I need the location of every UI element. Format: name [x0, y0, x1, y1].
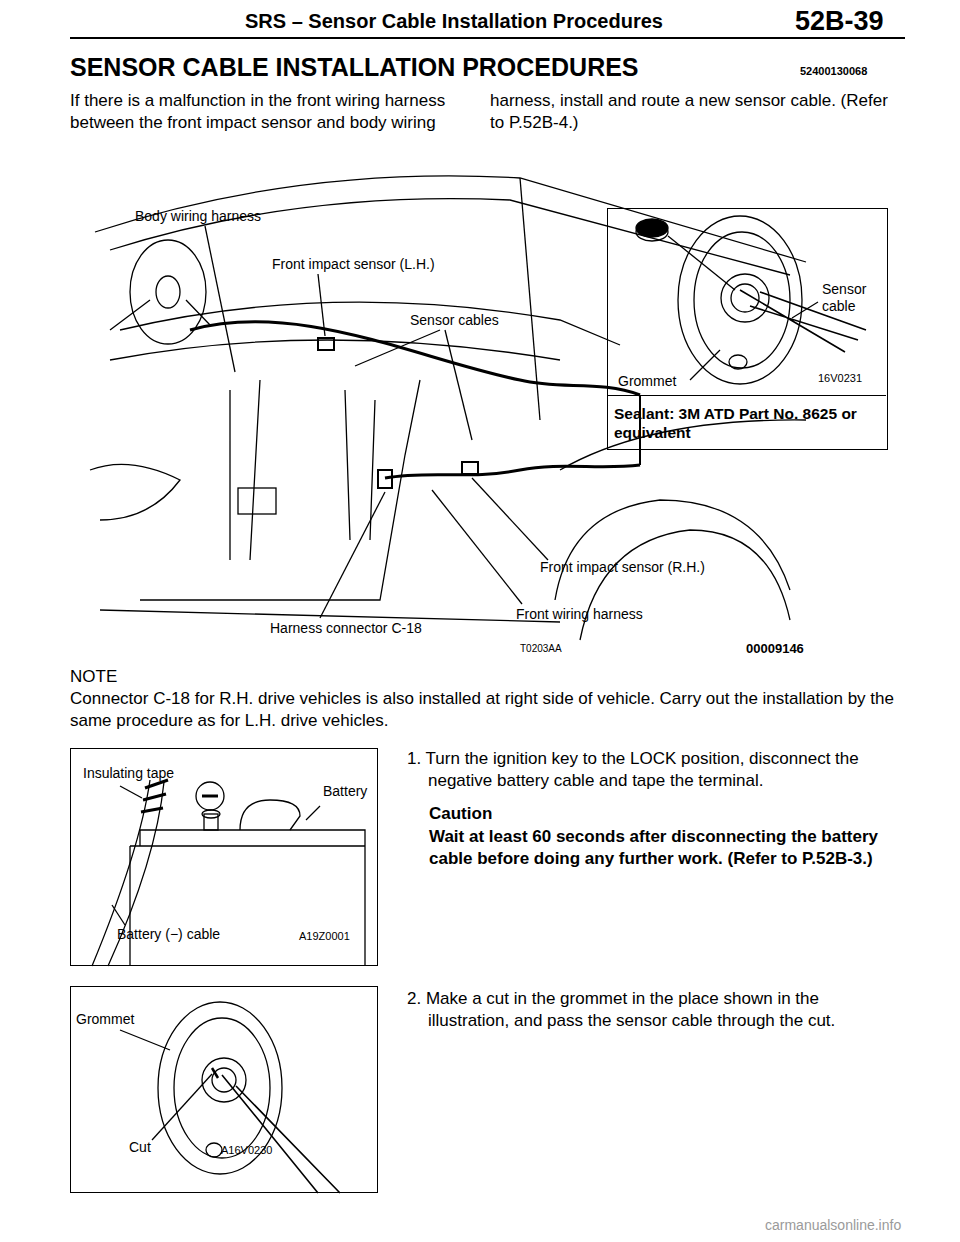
part-label: Harness connector C-18 [270, 619, 422, 637]
page-number: 52B-39 [795, 4, 884, 39]
sealant-note: Sealant: 3M ATD Part No. 8625 or equival… [614, 404, 882, 442]
header-rule [70, 37, 905, 39]
intro-paragraph: If there is a malfunction in the front w… [70, 90, 890, 134]
figure-code: 16V0231 [818, 371, 862, 385]
figure-number: 00009146 [746, 640, 804, 657]
part-label: Front wiring harness [516, 605, 643, 623]
part-label: Front impact sensor (L.H.) [272, 255, 435, 273]
watermark: carmanualsonline.info [765, 1216, 901, 1234]
figure-frame: Insulating tapeBatteryBattery (−) cable A… [70, 748, 378, 966]
battery-illustration [92, 780, 365, 966]
caution-heading: Caution [429, 803, 492, 825]
page-title: SENSOR CABLE INSTALLATION PROCEDURES [70, 52, 639, 82]
running-header: SRS – Sensor Cable Installation Procedur… [245, 8, 663, 34]
figure-code: A19Z0001 [299, 929, 350, 943]
note-text: Connector C-18 for R.H. drive vehicles i… [70, 688, 900, 732]
part-label: Battery [323, 783, 367, 800]
sealant-box: Sealant: 3M ATD Part No. 8625 or equival… [608, 395, 886, 448]
grommet-cut-illustration [120, 1002, 340, 1193]
section-code: 52400130068 [800, 64, 867, 78]
caution-text: Wait at least 60 seconds after disconnec… [429, 826, 891, 870]
figure-frame: Sensor cableGrommet 16V0231Sealant: 3M AT… [607, 208, 888, 450]
part-label: Grommet [76, 1011, 134, 1028]
figure-frame: GrommetCut A16V0230 [70, 986, 378, 1193]
part-label: Battery (−) cable [117, 926, 220, 943]
part-label: Insulating tape [83, 765, 174, 782]
step-text: 2. Make a cut in the grommet in the plac… [407, 988, 889, 1032]
part-label: Grommet [618, 373, 676, 390]
part-label: Sensor cables [410, 311, 499, 329]
figure-code: A16V0230 [221, 1143, 272, 1157]
part-label: Body wiring harness [135, 207, 261, 225]
step-text: 1. Turn the ignition key to the LOCK pos… [407, 748, 889, 792]
part-label: Cut [129, 1139, 151, 1156]
figure-code: T0203AA [520, 642, 562, 655]
part-label: Front impact sensor (R.H.) [540, 558, 705, 576]
note-heading: NOTE [70, 666, 117, 688]
part-label: Sensor cable [822, 281, 880, 315]
